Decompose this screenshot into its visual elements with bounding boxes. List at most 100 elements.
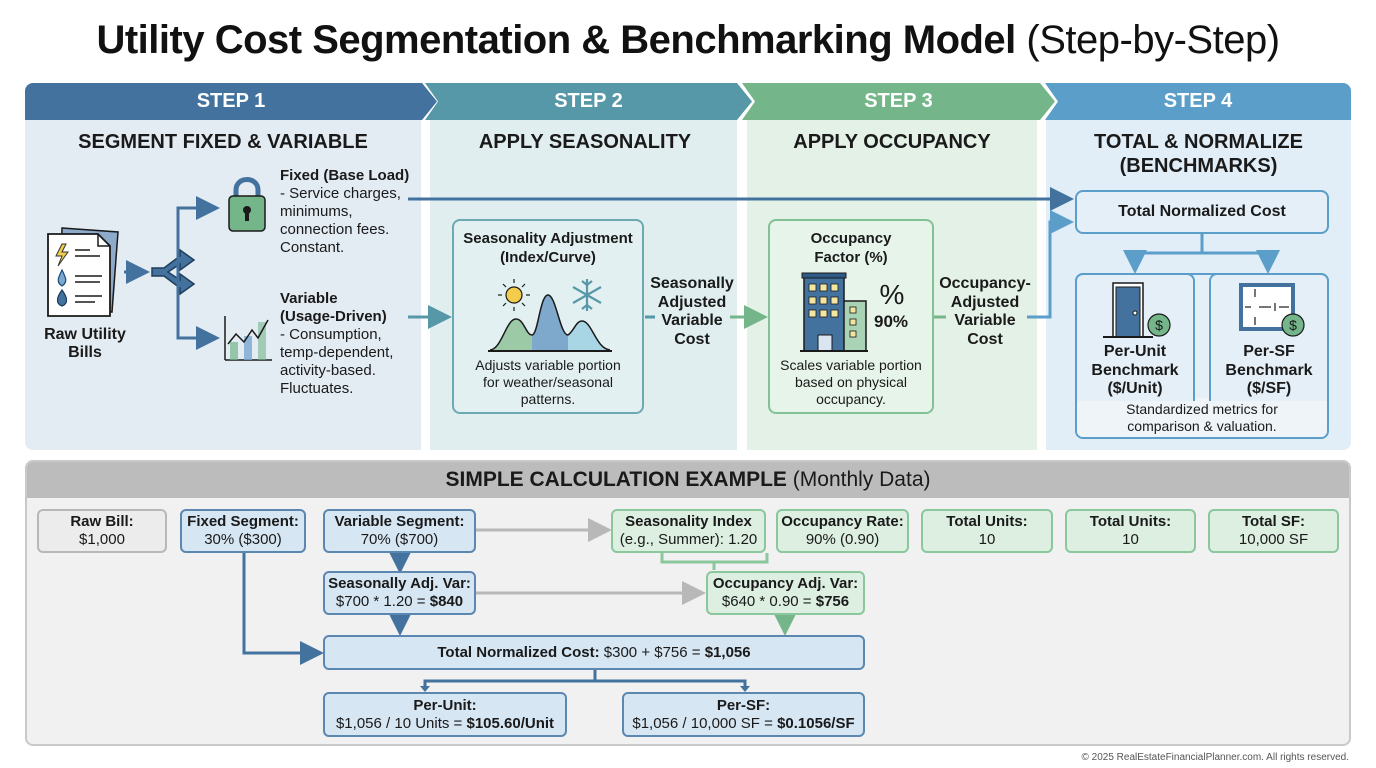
arrow-to-per-sf [1202, 250, 1280, 274]
occupancy-rate-value: 90% (0.90) [805, 531, 880, 548]
output-line: Cost [674, 330, 710, 348]
fixed-line: minimums, [280, 203, 353, 220]
output-line: Occupancy- [939, 275, 1031, 292]
occupancy-adjusted-output: Occupancy- Adjusted Variable Cost [937, 275, 1033, 349]
total-units-label: Total Units: [1089, 513, 1172, 530]
occupancy-rate-box: Occupancy Rate: 90% (0.90) [776, 509, 909, 553]
seasonality-title-line2: (Index/Curve) [500, 249, 596, 266]
svg-text:$: $ [1155, 317, 1163, 333]
variable-description: Variable (Usage-Driven) - Consumption, t… [280, 290, 420, 398]
fixed-line: Constant. [280, 239, 345, 256]
calculation-example-heading: SIMPLE CALCULATION EXAMPLE (Monthly Data… [27, 462, 1349, 498]
per-unit-line: ($/Unit) [1107, 380, 1163, 397]
percent-icon: % [879, 279, 905, 310]
seasonality-title-line1: Seasonality Adjustment [463, 230, 633, 247]
total-sf-label: Total SF: [1241, 513, 1306, 530]
lock-icon [228, 177, 266, 232]
occupancy-desc-line: Scales variable portion [780, 357, 922, 373]
per-sf-calc-label: Per-SF: [716, 696, 771, 714]
step-4-heading-line1: TOTAL & NORMALIZE [1094, 131, 1303, 153]
occupancy-rate-label: Occupancy Rate: [781, 513, 904, 530]
fixed-title: Fixed (Base Load) [280, 167, 410, 184]
dollar-coin-icon: $ [1281, 313, 1305, 337]
raw-bills-label: Raw Utility Bills [38, 326, 132, 362]
fixed-segment-box: Fixed Segment: 30% ($300) [180, 509, 306, 553]
variable-line: temp-dependent, [280, 344, 394, 361]
step-2-banner: STEP 2 [425, 83, 752, 120]
output-line: Adjusted [657, 293, 727, 311]
benchmark-desc-line: comparison & valuation. [1127, 418, 1277, 434]
fixed-line: - Service charges, [280, 185, 401, 202]
total-units-label: Total Units: [946, 513, 1028, 530]
page-title: Utility Cost Segmentation & Benchmarking… [0, 18, 1376, 63]
variable-line: activity-based. [280, 362, 376, 379]
utility-bills-icon [47, 227, 119, 317]
per-sf-calc-result: $0.1056/SF [777, 714, 855, 732]
per-sf-card: $ Per-SF Benchmark ($/SF) [1209, 273, 1329, 401]
seasonality-card-title: Seasonality Adjustment (Index/Curve) [454, 229, 642, 267]
raw-bills-label-line2: Bills [68, 344, 102, 361]
step-4-heading-line2: (BENCHMARKS) [1119, 155, 1278, 177]
split-icon [151, 248, 196, 296]
seasonality-card: Seasonality Adjustment (Index/Curve) Adj… [452, 219, 644, 414]
seasonally-adjusted-var-box: Seasonally Adj. Var: $700 * 1.20 = $840 [323, 571, 476, 615]
per-unit-line: Per-Unit [1103, 343, 1167, 360]
output-line: Adjusted [950, 293, 1020, 311]
occupancy-adj-formula: $640 * 0.90 = [721, 593, 816, 610]
total-units-value: 10 [1122, 531, 1139, 548]
per-unit-benchmark-label: Per-Unit Benchmark ($/Unit) [1077, 343, 1193, 399]
seasonality-card-desc: Adjusts variable portion for weather/sea… [454, 357, 642, 408]
step-1-banner: STEP 1 [25, 83, 437, 120]
occupancy-title-line1: Occupancy [810, 230, 892, 247]
per-unit-card: $ Per-Unit Benchmark ($/Unit) [1075, 273, 1195, 401]
occupancy-adj-label: Occupancy Adj. Var: [712, 575, 859, 592]
raw-bill-value: $1,000 [79, 531, 125, 548]
variable-line: Fluctuates. [280, 380, 354, 397]
benchmark-desc-line: Standardized metrics for [1126, 401, 1278, 417]
fixed-line: connection fees. [280, 221, 390, 238]
benchmark-desc: Standardized metrics for comparison & va… [1077, 401, 1327, 435]
total-calc-formula: $300 + $756 = [599, 643, 705, 661]
total-units-box: Total Units: 10 [921, 509, 1053, 553]
variable-title-line2: (Usage-Driven) [280, 308, 387, 325]
seasonal-curve-icon [488, 279, 612, 352]
step-3-banner: STEP 3 [742, 83, 1055, 120]
seasonality-index-label: Seasonality Index [625, 513, 752, 530]
total-sf-value: 10,000 SF [1238, 531, 1309, 548]
total-units-value: 10 [978, 531, 996, 548]
occupancy-card: Occupancy Factor (%) % 90% Scales variab… [768, 219, 934, 414]
variable-segment-value: 70% ($700) [360, 531, 439, 548]
occupancy-percent-value: 90% [873, 312, 909, 331]
variable-segment-box: Variable Segment: 70% ($700) [323, 509, 476, 553]
seasonality-desc-line: Adjusts variable portion [475, 357, 621, 373]
benchmark-desc-bg [1077, 398, 1327, 437]
per-unit-calc-result: $105.60/Unit [466, 714, 555, 732]
svg-text:$: $ [1289, 317, 1297, 333]
per-sf-line: Benchmark [1225, 361, 1313, 379]
usage-chart-icon [224, 316, 272, 361]
seasonal-adj-label: Seasonally Adj. Var: [328, 575, 471, 592]
variable-title-line1: Variable [280, 290, 338, 307]
seasonality-index-box: Seasonality Index (e.g., Summer): 1.20 [611, 509, 766, 553]
dollar-coin-icon: $ [1147, 313, 1171, 337]
occupancy-adjusted-var-box: Occupancy Adj. Var: $640 * 0.90 = $756 [706, 571, 865, 615]
arrow-fixed-to-total [242, 553, 324, 665]
per-sf-calc-formula: $1,056 / 10,000 SF = [632, 714, 778, 732]
arrow-occupancy-to-total [1027, 210, 1074, 319]
step-4-heading: TOTAL & NORMALIZE (BENCHMARKS) [1046, 130, 1351, 178]
per-sf-calc-box: Per-SF: $1,056 / 10,000 SF = $0.1056/SF [622, 692, 865, 737]
seasonality-desc-line: for weather/seasonal [483, 374, 613, 390]
total-calc-result: $1,056 [704, 643, 751, 661]
raw-bills-label-line1: Raw Utility [44, 326, 126, 343]
raw-bill-box: Raw Bill: $1,000 [37, 509, 167, 553]
floor-plan-icon: $ [1239, 283, 1305, 337]
arrow-to-variable [176, 290, 220, 350]
total-units-box-2: Total Units: 10 [1065, 509, 1196, 553]
total-normalized-cost-box: Total Normalized Cost [1075, 190, 1329, 234]
occupancy-desc-line: based on physical [794, 374, 908, 390]
total-normalized-cost-calc-box: Total Normalized Cost: $300 + $756 = $1,… [323, 635, 865, 670]
title-main: Utility Cost Segmentation & Benchmarking… [96, 18, 1016, 62]
seasonality-index-value: (e.g., Summer): 1.20 [619, 531, 758, 548]
fixed-description: Fixed (Base Load) - Service charges, min… [280, 167, 420, 257]
